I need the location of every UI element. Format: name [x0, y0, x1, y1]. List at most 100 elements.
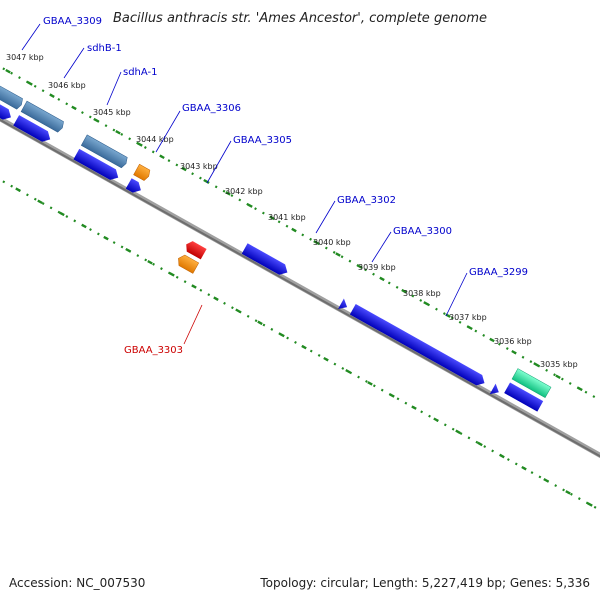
kbp-label: 3043 kbp: [180, 162, 218, 171]
gc-tick: [357, 264, 363, 269]
gc-tick: [379, 276, 385, 282]
gc-tick: [565, 490, 571, 495]
gc-tick: [323, 356, 329, 362]
leader-line: [106, 71, 122, 106]
gc-tick: [345, 369, 351, 374]
gc-tick: [301, 344, 307, 350]
gc-tick: [125, 247, 131, 253]
kbp-label: 3039 kbp: [358, 263, 396, 272]
leader-line: [315, 200, 336, 234]
gene-label-GBAA-3302[interactable]: GBAA_3302: [337, 195, 396, 206]
gc-tick: [433, 417, 439, 422]
gc-tick: [247, 203, 253, 208]
gene-label-sdhB-1[interactable]: sdhB-1: [87, 43, 122, 54]
gc-tick: [213, 296, 219, 301]
gc-tick: [5, 68, 11, 74]
gc-tick: [577, 386, 583, 392]
cds-feature-5[interactable]: [241, 243, 291, 277]
gc-tick: [477, 441, 483, 447]
genome-summary-text: Topology: circular; Length: 5,227,419 bp…: [259, 576, 590, 590]
gene-feature-right[interactable]: [511, 368, 552, 398]
gc-tick: [27, 81, 33, 86]
gene-feature-GBAA-3303[interactable]: [175, 253, 200, 274]
gc-tick: [93, 117, 99, 123]
gc-tick: [389, 393, 395, 398]
kbp-label: 3037 kbp: [449, 313, 487, 322]
kbp-label: 3036 kbp: [494, 337, 532, 346]
gene-label-GBAA-3300[interactable]: GBAA_3300: [393, 226, 452, 237]
gc-tick: [521, 465, 527, 471]
gc-tick: [115, 130, 121, 135]
gene-label-sdhA-1[interactable]: sdhA-1: [123, 67, 158, 78]
gc-tick: [59, 211, 65, 217]
gc-tick: [455, 429, 461, 435]
leader-line: [63, 47, 85, 79]
leader-line: [183, 304, 203, 345]
cds-feature-2[interactable]: [13, 115, 53, 145]
gc-tick: [235, 308, 241, 314]
kbp-label: 3045 kbp: [93, 108, 131, 117]
kbp-label: 3040 kbp: [313, 238, 351, 247]
gc-tick: [499, 453, 505, 459]
kbp-label: 3046 kbp: [48, 81, 86, 90]
gc-tick: [555, 374, 561, 379]
gene-feature-sdhB[interactable]: [0, 80, 24, 110]
gc-tick: [411, 405, 417, 410]
kbp-scale: 3047 kbp 3046 kbp 3045 kbp 3044 kbp 3043…: [6, 53, 578, 369]
gc-tick: [489, 337, 495, 343]
kbp-label: 3041 kbp: [268, 213, 306, 222]
gene-label-GBAA-3309[interactable]: GBAA_3309: [43, 16, 102, 27]
cds-feature-3[interactable]: [73, 148, 121, 183]
gc-tick: [191, 284, 197, 289]
gc-tick: [225, 191, 231, 196]
gc-tick: [367, 381, 373, 386]
feature-track: [0, 80, 552, 412]
gene-feature-GBAA-3305[interactable]: [133, 163, 152, 181]
cds-feature-8[interactable]: [489, 383, 502, 398]
gc-tick: [71, 105, 77, 111]
gc-tick: [181, 166, 187, 172]
leader-line: [445, 272, 468, 317]
kbp-label: 3042 kbp: [225, 187, 263, 196]
map-title: Bacillus anthracis str. 'Ames Ancestor',…: [113, 11, 487, 26]
gc-tick-marks: [5, 68, 593, 507]
gc-tick: [159, 154, 165, 160]
leader-line: [371, 231, 392, 263]
gene-label-GBAA-3299[interactable]: GBAA_3299: [469, 267, 528, 278]
accession-text: Accession: NC_007530: [9, 576, 145, 590]
gc-tick: [511, 349, 517, 355]
gc-tick: [335, 252, 341, 257]
gc-tick: [15, 187, 21, 192]
cds-feature-right[interactable]: [504, 382, 544, 412]
kbp-label: 3047 kbp: [6, 53, 44, 62]
gene-labels: GBAA_3309 sdhB-1 sdhA-1 GBAA_3306 GBAA_3…: [43, 16, 528, 356]
gene-label-GBAA-3306[interactable]: GBAA_3306: [182, 103, 241, 114]
cds-feature-GBAA-3303[interactable]: [183, 239, 207, 260]
leader-line: [155, 110, 181, 153]
gc-tick: [467, 325, 473, 331]
cds-feature-1[interactable]: [0, 95, 14, 123]
cds-feature-4[interactable]: [125, 178, 144, 195]
gc-tick: [37, 199, 43, 205]
gene-leader-lines: [21, 23, 468, 345]
gc-tick: [543, 478, 549, 483]
gene-label-GBAA-3303[interactable]: GBAA_3303: [124, 345, 183, 356]
kbp-label: 3035 kbp: [540, 360, 578, 369]
leader-line: [21, 23, 41, 51]
gc-tick: [137, 142, 143, 147]
gc-tick: [81, 223, 87, 229]
gc-tick: [401, 288, 407, 294]
cds-feature-6[interactable]: [338, 298, 350, 312]
gc-tick: [103, 235, 109, 241]
kbp-label: 3038 kbp: [403, 289, 441, 298]
gene-feature-sdhA[interactable]: [20, 100, 65, 133]
gc-tick: [49, 93, 55, 98]
gc-tick: [423, 301, 429, 306]
cds-feature-7[interactable]: [349, 303, 488, 388]
gc-tick: [147, 260, 153, 265]
gene-feature-GBAA-3306[interactable]: [80, 134, 129, 169]
gc-tick: [313, 240, 319, 245]
gene-label-GBAA-3305[interactable]: GBAA_3305: [233, 135, 292, 146]
